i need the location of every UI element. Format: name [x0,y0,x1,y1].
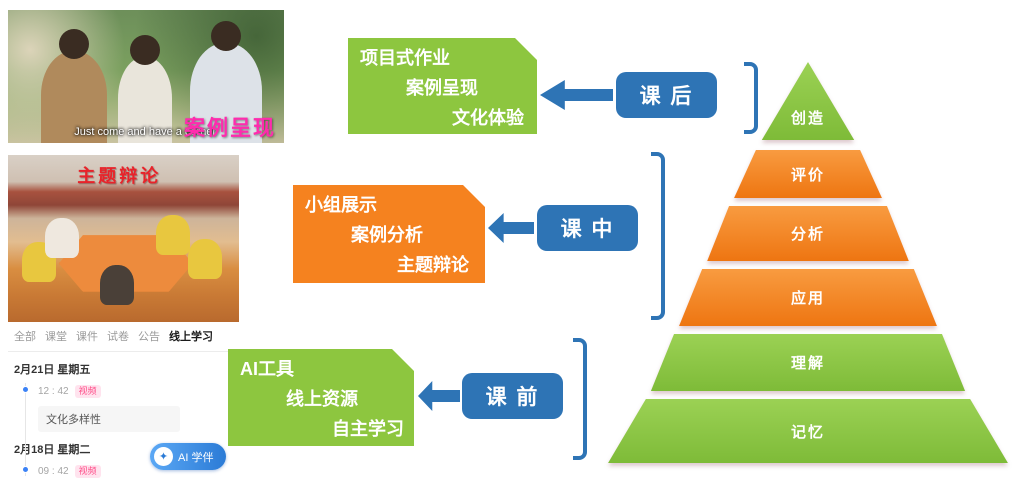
callout-line: 小组展示 [305,195,377,215]
pyramid-level-shape: 创造 [761,62,855,140]
left-arrow-during-class [488,213,534,243]
student-figure [100,265,135,306]
student-figure [44,218,79,259]
ai-companion-button[interactable]: ✦ AI 学伴 [150,443,227,470]
lms-panel: 全部 课堂 课件 试卷 公告 线上学习 2月21日 星期五 12 : 42 视频… [8,324,239,478]
photo2-overlay-label: 主题辩论 [77,166,162,186]
student-figure [190,21,263,143]
timeline-time: 09 : 42 [38,466,69,477]
photo1-overlay-label: 案例呈现 [184,117,276,140]
pyramid-level-label: 分析 [790,226,825,243]
callout-after-class: 项目式作业 案例呈现 文化体验 [348,38,537,134]
callout-line: 案例分析 [351,225,423,245]
timeline-dot [22,386,29,393]
pyramid-level-label: 理解 [790,355,825,372]
timeline-date: 2月21日 星期五 [14,364,91,376]
ai-companion-label: AI 学伴 [178,451,214,464]
timeline-dot [22,466,29,473]
video-badge: 视频 [74,465,101,478]
photo-topic-debate: 主题辩论 [8,155,239,322]
blooms-pyramid: 创造 评价 分析 应用 理解 记忆 [598,60,1017,470]
callout-during-class: 小组展示 案例分析 主题辩论 [293,185,485,283]
timeline-entry: 12 : 42 视频 [22,385,239,398]
pyramid-level-shape: 理解 [650,334,966,391]
stage-during-class: 课 中 [537,205,638,251]
callout-line: 案例呈现 [406,78,478,98]
pyramid-level-shape: 评价 [734,150,882,198]
pyramid-level-shape: 记忆 [608,399,1008,463]
lms-timeline: 2月21日 星期五 12 : 42 视频 文化多样性 2月18日 星期二 09 … [8,361,239,478]
timeline-entry: 09 : 42 视频 [22,465,239,478]
callout-line: 文化体验 [452,108,524,128]
pyramid-level-label: 应用 [790,290,825,307]
stage-before-class: 课 前 [462,373,563,419]
pyramid-level-label: 评价 [790,166,825,184]
bracket-before-class [573,338,587,460]
callout-line: AI工具 [240,359,294,379]
timeline-date: 2月18日 星期二 [14,444,91,456]
tab-courseware[interactable]: 课件 [76,331,98,343]
tab-online-learning[interactable]: 线上学习 [169,331,213,343]
callout-line: 项目式作业 [360,48,450,68]
student-head [59,29,90,59]
pyramid-level-understand: 理解 [598,334,1017,391]
bracket-during-class [651,152,665,320]
student-figure [41,29,108,143]
tab-all[interactable]: 全部 [14,331,36,343]
left-arrow-before-class [418,381,460,411]
student-head [130,35,161,65]
student-head [211,21,242,51]
callout-line: 线上资源 [286,389,358,409]
lms-tab-bar: 全部 课堂 课件 试卷 公告 线上学习 [8,324,239,352]
photo-case-presentation: Just come and have a corner 案例呈现 [8,10,284,143]
callout-line: 自主学习 [332,419,404,439]
callout-before-class: AI工具 线上资源 自主学习 [228,349,414,446]
pyramid-level-shape: 应用 [679,269,937,326]
timeline-rail [25,383,26,476]
pyramid-level-shape: 分析 [707,206,909,261]
pyramid-level-apply: 应用 [598,269,1017,326]
tab-classroom[interactable]: 课堂 [45,331,67,343]
student-figure [155,215,190,256]
pyramid-level-create: 创造 [598,62,1017,140]
pyramid-level-label: 记忆 [790,423,825,441]
video-badge: 视频 [74,385,101,398]
stage-after-class: 课 后 [616,72,717,118]
pyramid-level-evaluate: 评价 [598,150,1017,198]
tab-announcements[interactable]: 公告 [138,331,160,343]
pyramid-level-label: 创造 [790,110,825,127]
lesson-item[interactable]: 文化多样性 [38,406,180,432]
pyramid-level-remember: 记忆 [598,399,1017,463]
callout-line: 主题辩论 [397,255,469,275]
ai-companion-icon: ✦ [154,447,173,466]
bracket-after-class [744,62,758,134]
pyramid-level-analyze: 分析 [598,206,1017,261]
tab-exams[interactable]: 试卷 [107,331,129,343]
student-figure [188,238,223,279]
timeline-time: 12 : 42 [38,386,69,397]
student-figure [118,35,173,143]
photo-subtitle: Just come and have a corner [74,126,217,138]
